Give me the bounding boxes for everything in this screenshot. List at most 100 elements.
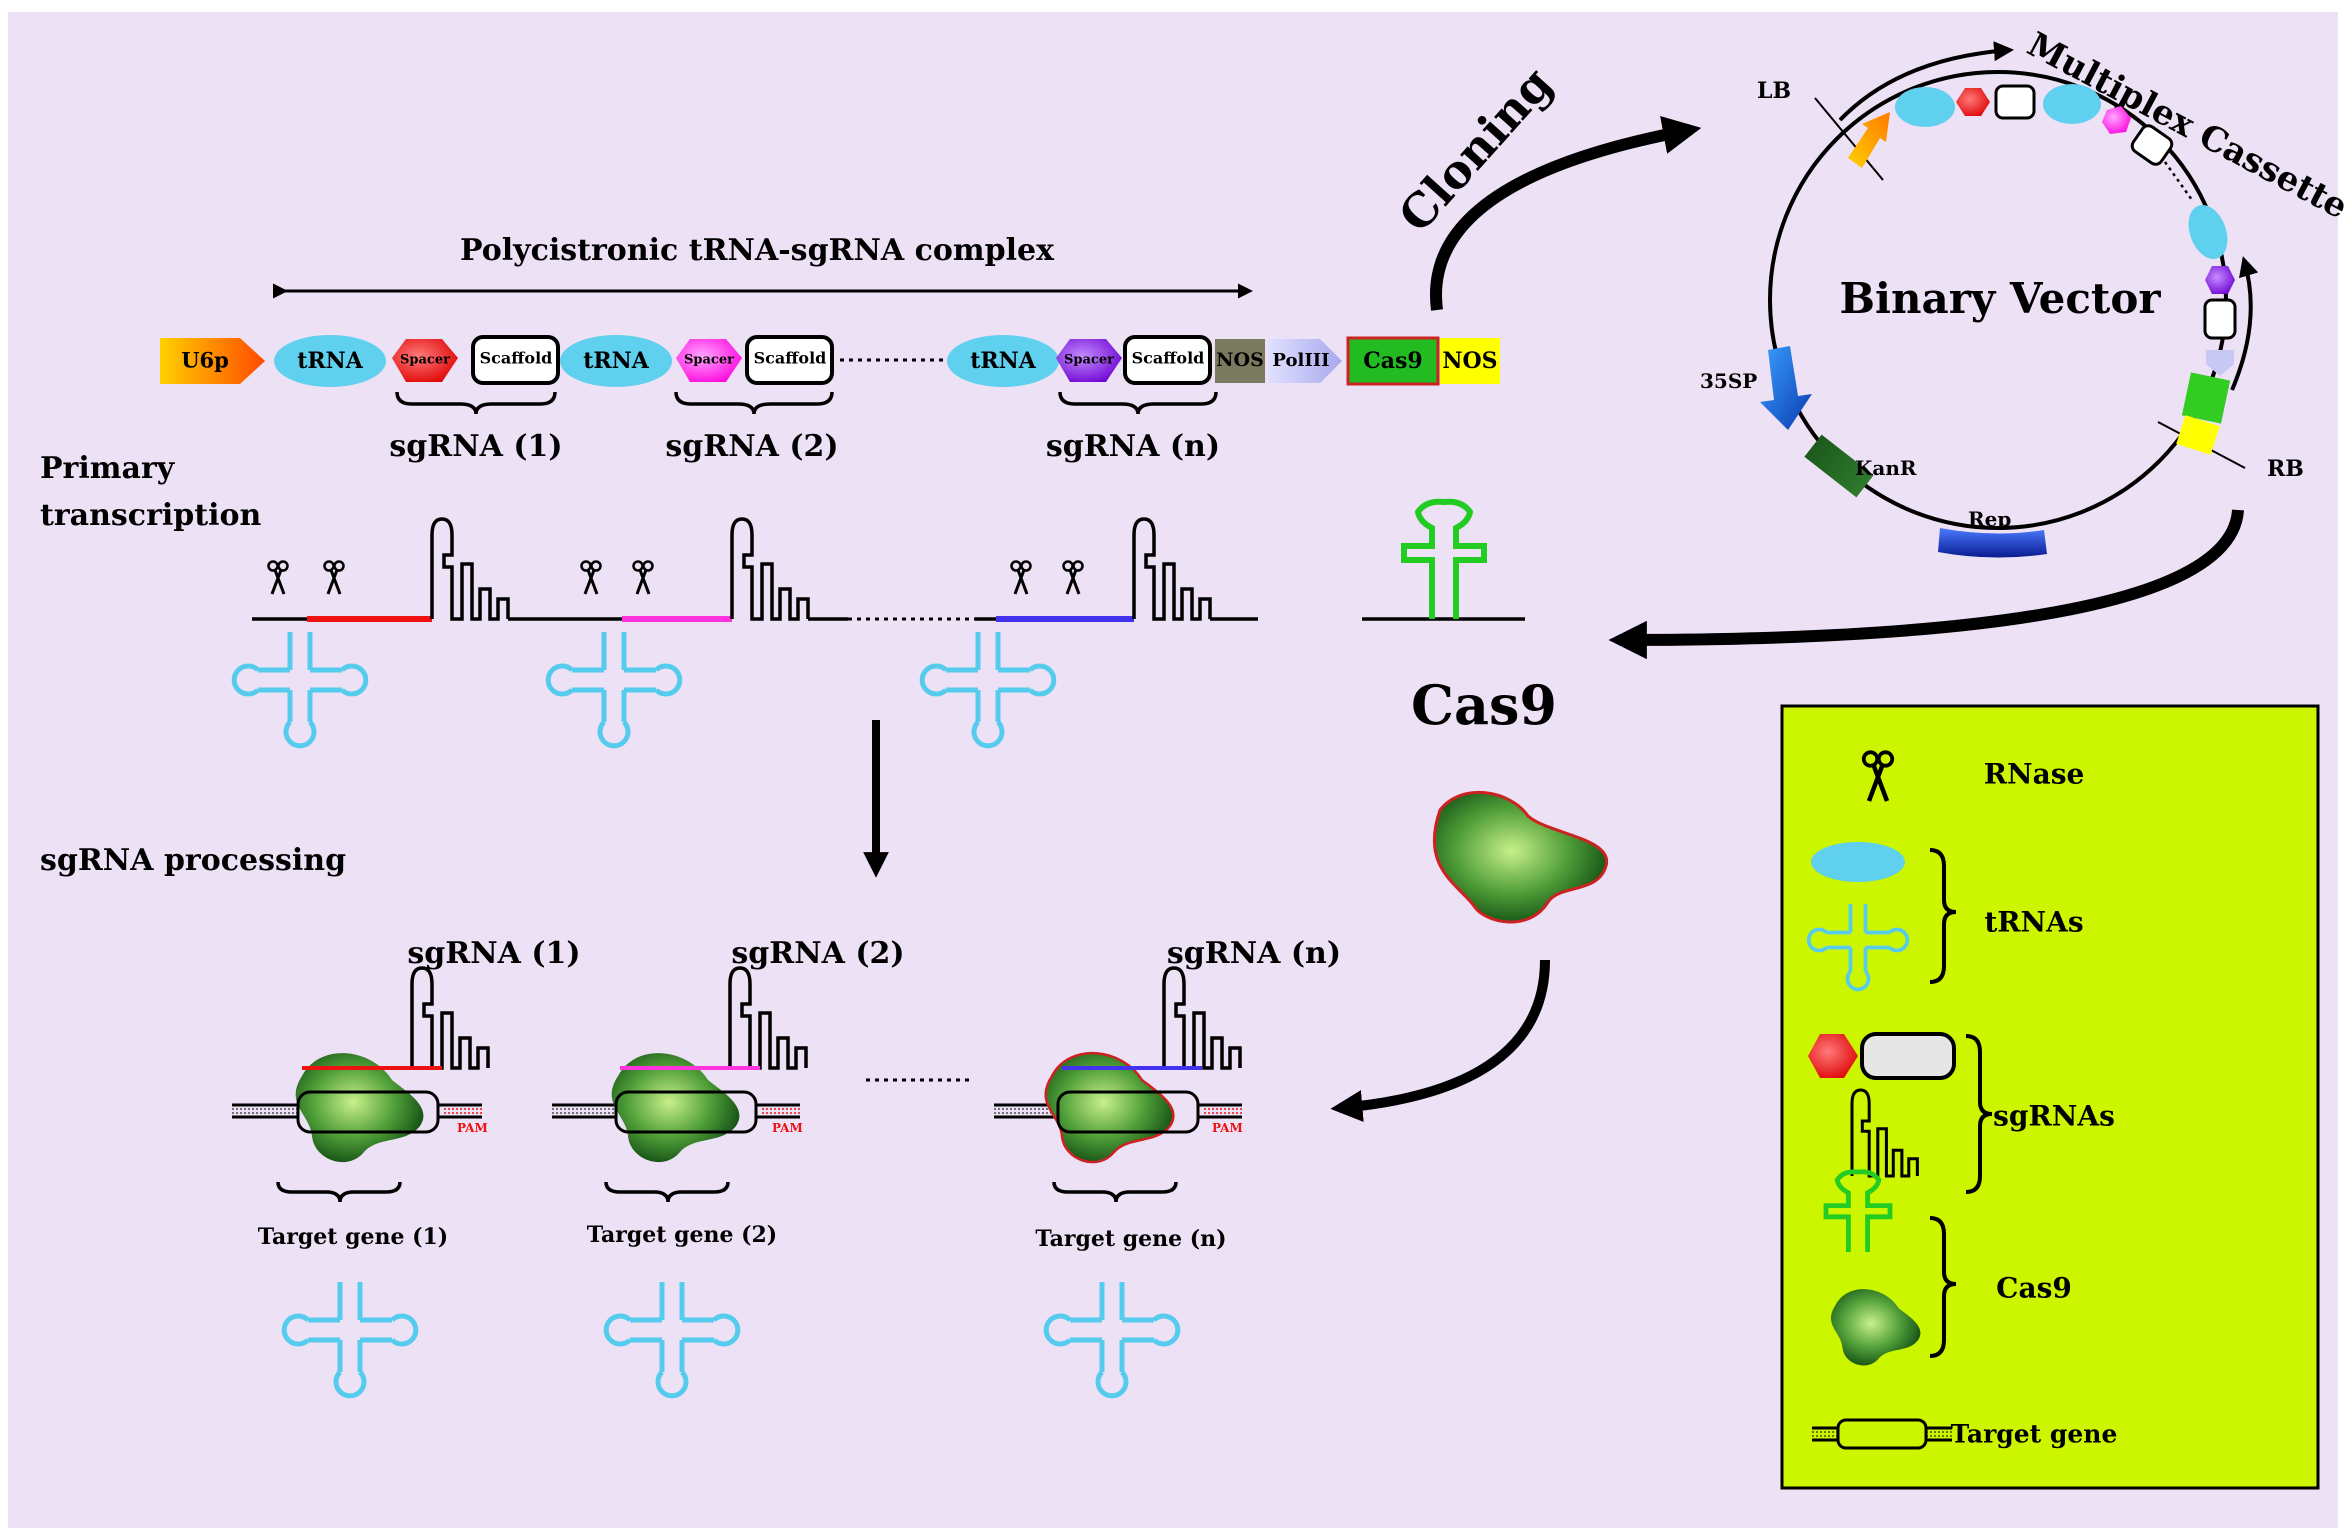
legend-scaffold-icon	[1860, 1032, 1956, 1080]
u6-promoter-label: U6p	[181, 348, 229, 373]
rb-label: RB	[2267, 456, 2304, 482]
cassette-arc-arrow-right	[2230, 256, 2259, 391]
pam-label-1: PAM	[457, 1121, 488, 1135]
cas9-mrna-icon	[1362, 498, 1525, 621]
35sp-arrow	[1760, 346, 1812, 430]
primary-transcription-label-line1: Primary	[40, 451, 176, 486]
rep-gene	[1938, 528, 2047, 558]
sgrna-braces	[395, 391, 1218, 415]
primary-transcript	[252, 517, 1258, 622]
plasmid-spacer-2	[2102, 106, 2131, 134]
targeting-complexes: sgRNA (1) PAM Target gene (1) sgRNA (2)	[232, 936, 1341, 1252]
legend-trna-brace	[1929, 848, 1957, 984]
pam-label-2: PAM	[772, 1121, 803, 1135]
target-gene-n-label: Target gene (n)	[1035, 1226, 1226, 1252]
pol-iii-promoter	[1268, 339, 1342, 383]
plasmid-scaffold-1	[1994, 84, 2036, 120]
plasmid-spacer-n	[2205, 266, 2235, 294]
plasmid-trna-n	[2188, 204, 2228, 260]
kanr-gene	[1804, 434, 1874, 498]
plasmid-trna-2	[2043, 84, 2101, 124]
pol-iii-promoter-label: PolIII	[1272, 350, 1329, 371]
cas9-protein	[1432, 790, 1609, 924]
legend-box	[1780, 704, 2320, 1490]
nos-terminator-2	[1440, 338, 1500, 384]
plasmid-pol-arrow	[2206, 350, 2234, 376]
primary-transcription-label-line2: transcription	[40, 498, 262, 533]
legend-trnas-label: tRNAs	[1984, 906, 2083, 939]
complex-n: sgRNA (n) PAM Target gene (n)	[994, 936, 1341, 1252]
construct-title: Polycistronic tRNA-sgRNA complex	[460, 233, 1055, 268]
u6-arrow-icon	[1848, 112, 1890, 168]
scaffold-n	[1123, 335, 1212, 385]
legend-target-gene-icon	[1812, 1418, 1952, 1450]
sgrna-processing-label: sgRNA processing	[40, 843, 346, 878]
trna-n-label: tRNA	[970, 348, 1037, 374]
lb-label: LB	[1757, 78, 1791, 104]
legend-rnase-label: RNase	[1984, 758, 2085, 791]
target-gene-2-label: Target gene (2)	[587, 1222, 777, 1248]
cas9-label: Cas9	[1411, 673, 1557, 737]
nos-terminator-1-label: NOS	[1216, 349, 1264, 371]
legend-cas9-mrna-icon	[1823, 1169, 1893, 1252]
construct-row: U6p tRNA Spacer Scaffold tRNA Spacer Sca…	[160, 335, 1500, 387]
scaffold-1	[471, 335, 560, 385]
trna-2-label: tRNA	[583, 348, 650, 374]
nos-terminator-2-label: NOS	[1442, 348, 1497, 374]
complex-1: sgRNA (1) PAM Target gene (1)	[232, 936, 581, 1250]
u6-promoter	[160, 338, 265, 384]
legend-sgrna-brace	[1965, 1034, 1993, 1194]
binary-vector-title: Binary Vector	[1840, 274, 2162, 323]
legend: RNase tRNAs sgRNAs Cas9	[1780, 704, 2320, 1490]
target-gene-1-label: Target gene (1)	[258, 1224, 448, 1250]
spacer-1-label: Spacer	[400, 353, 450, 368]
sgrna-n-label: sgRNA (n)	[1046, 429, 1220, 464]
plasmid-scaffold-2	[2130, 124, 2174, 166]
spacer-n-label: Spacer	[1064, 353, 1114, 368]
plasmid-cas9	[2181, 372, 2231, 424]
kanr-label: KanR	[1855, 456, 1917, 480]
pam-label-n: PAM	[1212, 1121, 1243, 1135]
plasmid-spacer-1	[1956, 88, 1990, 116]
assembly-arrow	[1330, 959, 1550, 1122]
rep-label: Rep	[1968, 507, 2011, 531]
cassette-arc-arrow-top	[1838, 41, 2014, 122]
lb-border	[1814, 97, 1884, 181]
trna-1-label: tRNA	[297, 348, 364, 374]
spacer-1	[392, 339, 458, 382]
nos-terminator-1	[1215, 339, 1265, 383]
sgrna-1-label: sgRNA (1)	[389, 429, 562, 464]
spacer-n	[1056, 339, 1122, 382]
cas9-gene-label: Cas9	[1363, 348, 1422, 374]
trna-1	[274, 335, 386, 387]
cloning-arrow	[1430, 116, 1702, 311]
plasmid-scaffold-n	[2203, 298, 2237, 340]
scaffold-n-label: Scaffold	[1132, 349, 1205, 368]
expression-arrow	[1608, 509, 2244, 660]
legend-trna-ellipse	[1811, 842, 1905, 882]
complex-1-sgrna-label: sgRNA (1)	[407, 936, 580, 971]
scaffold-1-label: Scaffold	[480, 349, 553, 368]
spacer-2-label: Spacer	[684, 353, 734, 368]
legend-cas9-brace	[1929, 1216, 1957, 1358]
trna-2	[560, 335, 672, 387]
legend-spacer-icon	[1808, 1034, 1858, 1078]
complex-2-sgrna-label: sgRNA (2)	[731, 936, 904, 971]
scaffold-2-label: Scaffold	[754, 349, 827, 368]
35sp-label: 35SP	[1700, 369, 1757, 393]
spacer-2	[676, 339, 742, 382]
sgrna-2-label: sgRNA (2)	[665, 429, 838, 464]
complex-2: sgRNA (2) PAM Target gene (2)	[552, 936, 905, 1248]
plasmid-trna-1	[1895, 87, 1955, 127]
plasmid-ellipsis	[2163, 161, 2194, 201]
cas9-gene	[1346, 336, 1440, 386]
legend-cas9-protein-icon	[1830, 1289, 1921, 1366]
scaffold-2	[745, 335, 834, 385]
plasmid-nos	[2176, 415, 2220, 455]
trna-n	[947, 335, 1059, 387]
legend-target-gene-label: Target gene	[1951, 1420, 2118, 1449]
complex-n-sgrna-label: sgRNA (n)	[1167, 936, 1341, 971]
legend-cas9-label: Cas9	[1996, 1272, 2072, 1305]
legend-sgrnas-label: sgRNAs	[1993, 1100, 2115, 1133]
